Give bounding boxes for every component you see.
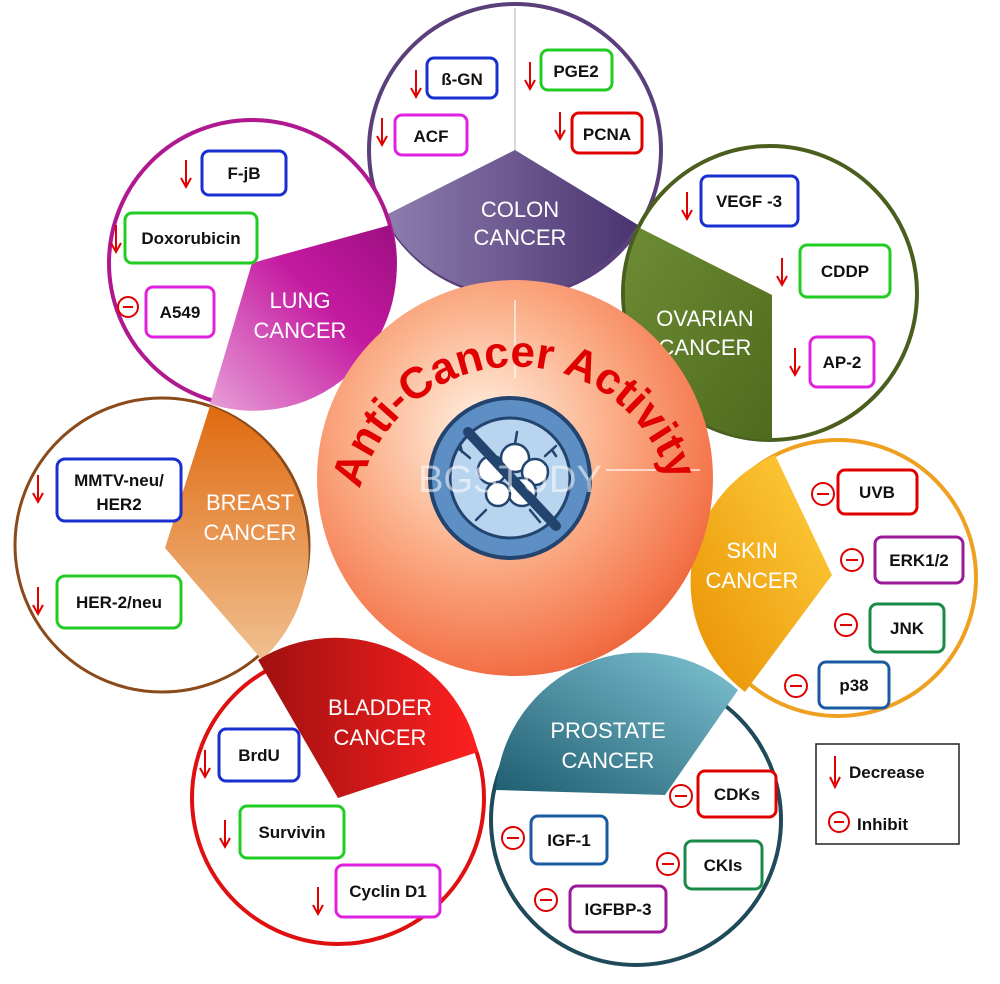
prostate-title-line2: CANCER xyxy=(562,748,655,773)
petal-colon: COLON CANCER ß-GN PGE2 ACF PCNA xyxy=(367,2,663,340)
svg-text:CDDP: CDDP xyxy=(821,262,869,281)
prostate-marker-cdks: CDKs xyxy=(669,769,778,819)
lung-title-line2: CANCER xyxy=(254,318,347,343)
breast-sector xyxy=(165,406,309,660)
petal-ovarian: OVARIAN CANCER VEGF -3 CDDP AP-2 xyxy=(621,144,919,442)
colon-marker-pcna: PCNA xyxy=(554,111,644,155)
svg-text:HER2: HER2 xyxy=(96,495,141,514)
colon-marker-pge2: PGE2 xyxy=(524,48,614,92)
bladder-marker-cyclin-d1: Cyclin D1 xyxy=(312,863,442,919)
svg-text:JNK: JNK xyxy=(890,619,925,638)
colon-title-line2: CANCER xyxy=(474,225,567,250)
svg-text:CDKs: CDKs xyxy=(714,785,760,804)
skin-sector xyxy=(690,455,832,692)
svg-text:F-jB: F-jB xyxy=(227,164,260,183)
breast-marker-mmtv-neu-her2: MMTV-neu/ HER2 xyxy=(32,457,183,523)
legend-item-inhibit: Inhibit xyxy=(828,811,908,834)
lung-title-line1: LUNG xyxy=(269,288,330,313)
colon-title-line1: COLON xyxy=(481,197,559,222)
legend: Decrease Inhibit xyxy=(815,743,960,845)
breast-marker-her-2-neu: HER-2/neu xyxy=(32,574,183,630)
ovarian-marker-vegf-3: VEGF -3 xyxy=(681,174,800,228)
svg-text:BrdU: BrdU xyxy=(238,746,280,765)
legend-item-decrease: Decrease xyxy=(829,756,925,790)
svg-text:Decrease: Decrease xyxy=(849,763,925,782)
center-sphere: Anti-Cancer Activity BGSTUDY xyxy=(317,280,713,676)
prostate-sector xyxy=(496,652,738,795)
bladder-marker-brdu: BrdU xyxy=(199,727,301,783)
svg-text:AP-2: AP-2 xyxy=(823,353,862,372)
skin-marker-p38: p38 xyxy=(784,660,891,710)
svg-text:Doxorubicin: Doxorubicin xyxy=(141,229,240,248)
petal-lung: LUNG CANCER F-jB Doxorubicin A549 xyxy=(107,118,397,411)
petal-breast: BREAST CANCER MMTV-neu/ HER2 HER-2/neu xyxy=(13,396,311,694)
svg-text:HER-2/neu: HER-2/neu xyxy=(76,593,162,612)
petal-prostate: PROSTATE CANCER CDKs IGF-1 CKIs IGFBP-3 xyxy=(489,652,783,967)
colon-marker-b-gn: ß-GN xyxy=(410,56,499,100)
prostate-marker-igf-1: IGF-1 xyxy=(501,814,609,866)
prostate-marker-ckis: CKIs xyxy=(656,839,764,891)
lung-marker-doxorubicin: Doxorubicin xyxy=(110,211,259,265)
svg-text:Cyclin D1: Cyclin D1 xyxy=(349,882,426,901)
ovarian-title-line1: OVARIAN xyxy=(656,306,753,331)
svg-text:PCNA: PCNA xyxy=(583,125,631,144)
skin-marker-jnk: JNK xyxy=(834,602,946,654)
svg-text:Survivin: Survivin xyxy=(258,823,325,842)
bladder-title-line2: CANCER xyxy=(334,725,427,750)
skin-marker-erk1-2: ERK1/2 xyxy=(840,535,965,585)
lung-marker-f-jb: F-jB xyxy=(180,149,288,197)
ovarian-marker-ap-2: AP-2 xyxy=(789,335,876,389)
svg-text:IGFBP-3: IGFBP-3 xyxy=(584,900,651,919)
svg-text:ACF: ACF xyxy=(414,127,449,146)
colon-sector xyxy=(380,150,638,295)
bladder-sector xyxy=(258,637,478,798)
svg-text:UVB: UVB xyxy=(859,483,895,502)
ovarian-marker-cddp: CDDP xyxy=(776,243,892,299)
svg-text:CKIs: CKIs xyxy=(704,856,743,875)
svg-text:VEGF -3: VEGF -3 xyxy=(716,192,782,211)
svg-text:Inhibit: Inhibit xyxy=(857,815,908,834)
no-cancer-cell-icon: BGSTUDY xyxy=(418,396,602,560)
lung-marker-a549: A549 xyxy=(117,285,216,339)
svg-text:ERK1/2: ERK1/2 xyxy=(889,551,949,570)
bladder-marker-survivin: Survivin xyxy=(219,804,346,860)
petal-skin: SKIN CANCER UVB ERK1/2 JNK p38 xyxy=(690,438,978,718)
breast-title-line1: BREAST xyxy=(206,490,294,515)
breast-title-line2: CANCER xyxy=(204,520,297,545)
prostate-title-line1: PROSTATE xyxy=(550,718,665,743)
svg-text:PGE2: PGE2 xyxy=(553,62,598,81)
inhibit-icon xyxy=(828,811,850,833)
prostate-marker-igfbp-3: IGFBP-3 xyxy=(534,884,668,934)
lung-sector xyxy=(210,225,397,411)
watermark: BGSTUDY xyxy=(418,459,602,501)
svg-text:ß-GN: ß-GN xyxy=(441,70,483,89)
skin-marker-uvb: UVB xyxy=(811,468,919,516)
colon-marker-acf: ACF xyxy=(376,113,469,157)
skin-title-line2: CANCER xyxy=(706,568,799,593)
skin-title-line1: SKIN xyxy=(726,538,777,563)
svg-text:MMTV-neu/: MMTV-neu/ xyxy=(74,471,164,490)
ovarian-title-line2: CANCER xyxy=(659,335,752,360)
svg-text:IGF-1: IGF-1 xyxy=(547,831,590,850)
bladder-title-line1: BLADDER xyxy=(328,695,432,720)
svg-text:p38: p38 xyxy=(839,676,868,695)
decrease-arrow-icon xyxy=(829,756,841,790)
svg-text:A549: A549 xyxy=(160,303,201,322)
petal-bladder: BLADDER CANCER BrdU Survivin Cyclin D1 xyxy=(190,637,486,946)
